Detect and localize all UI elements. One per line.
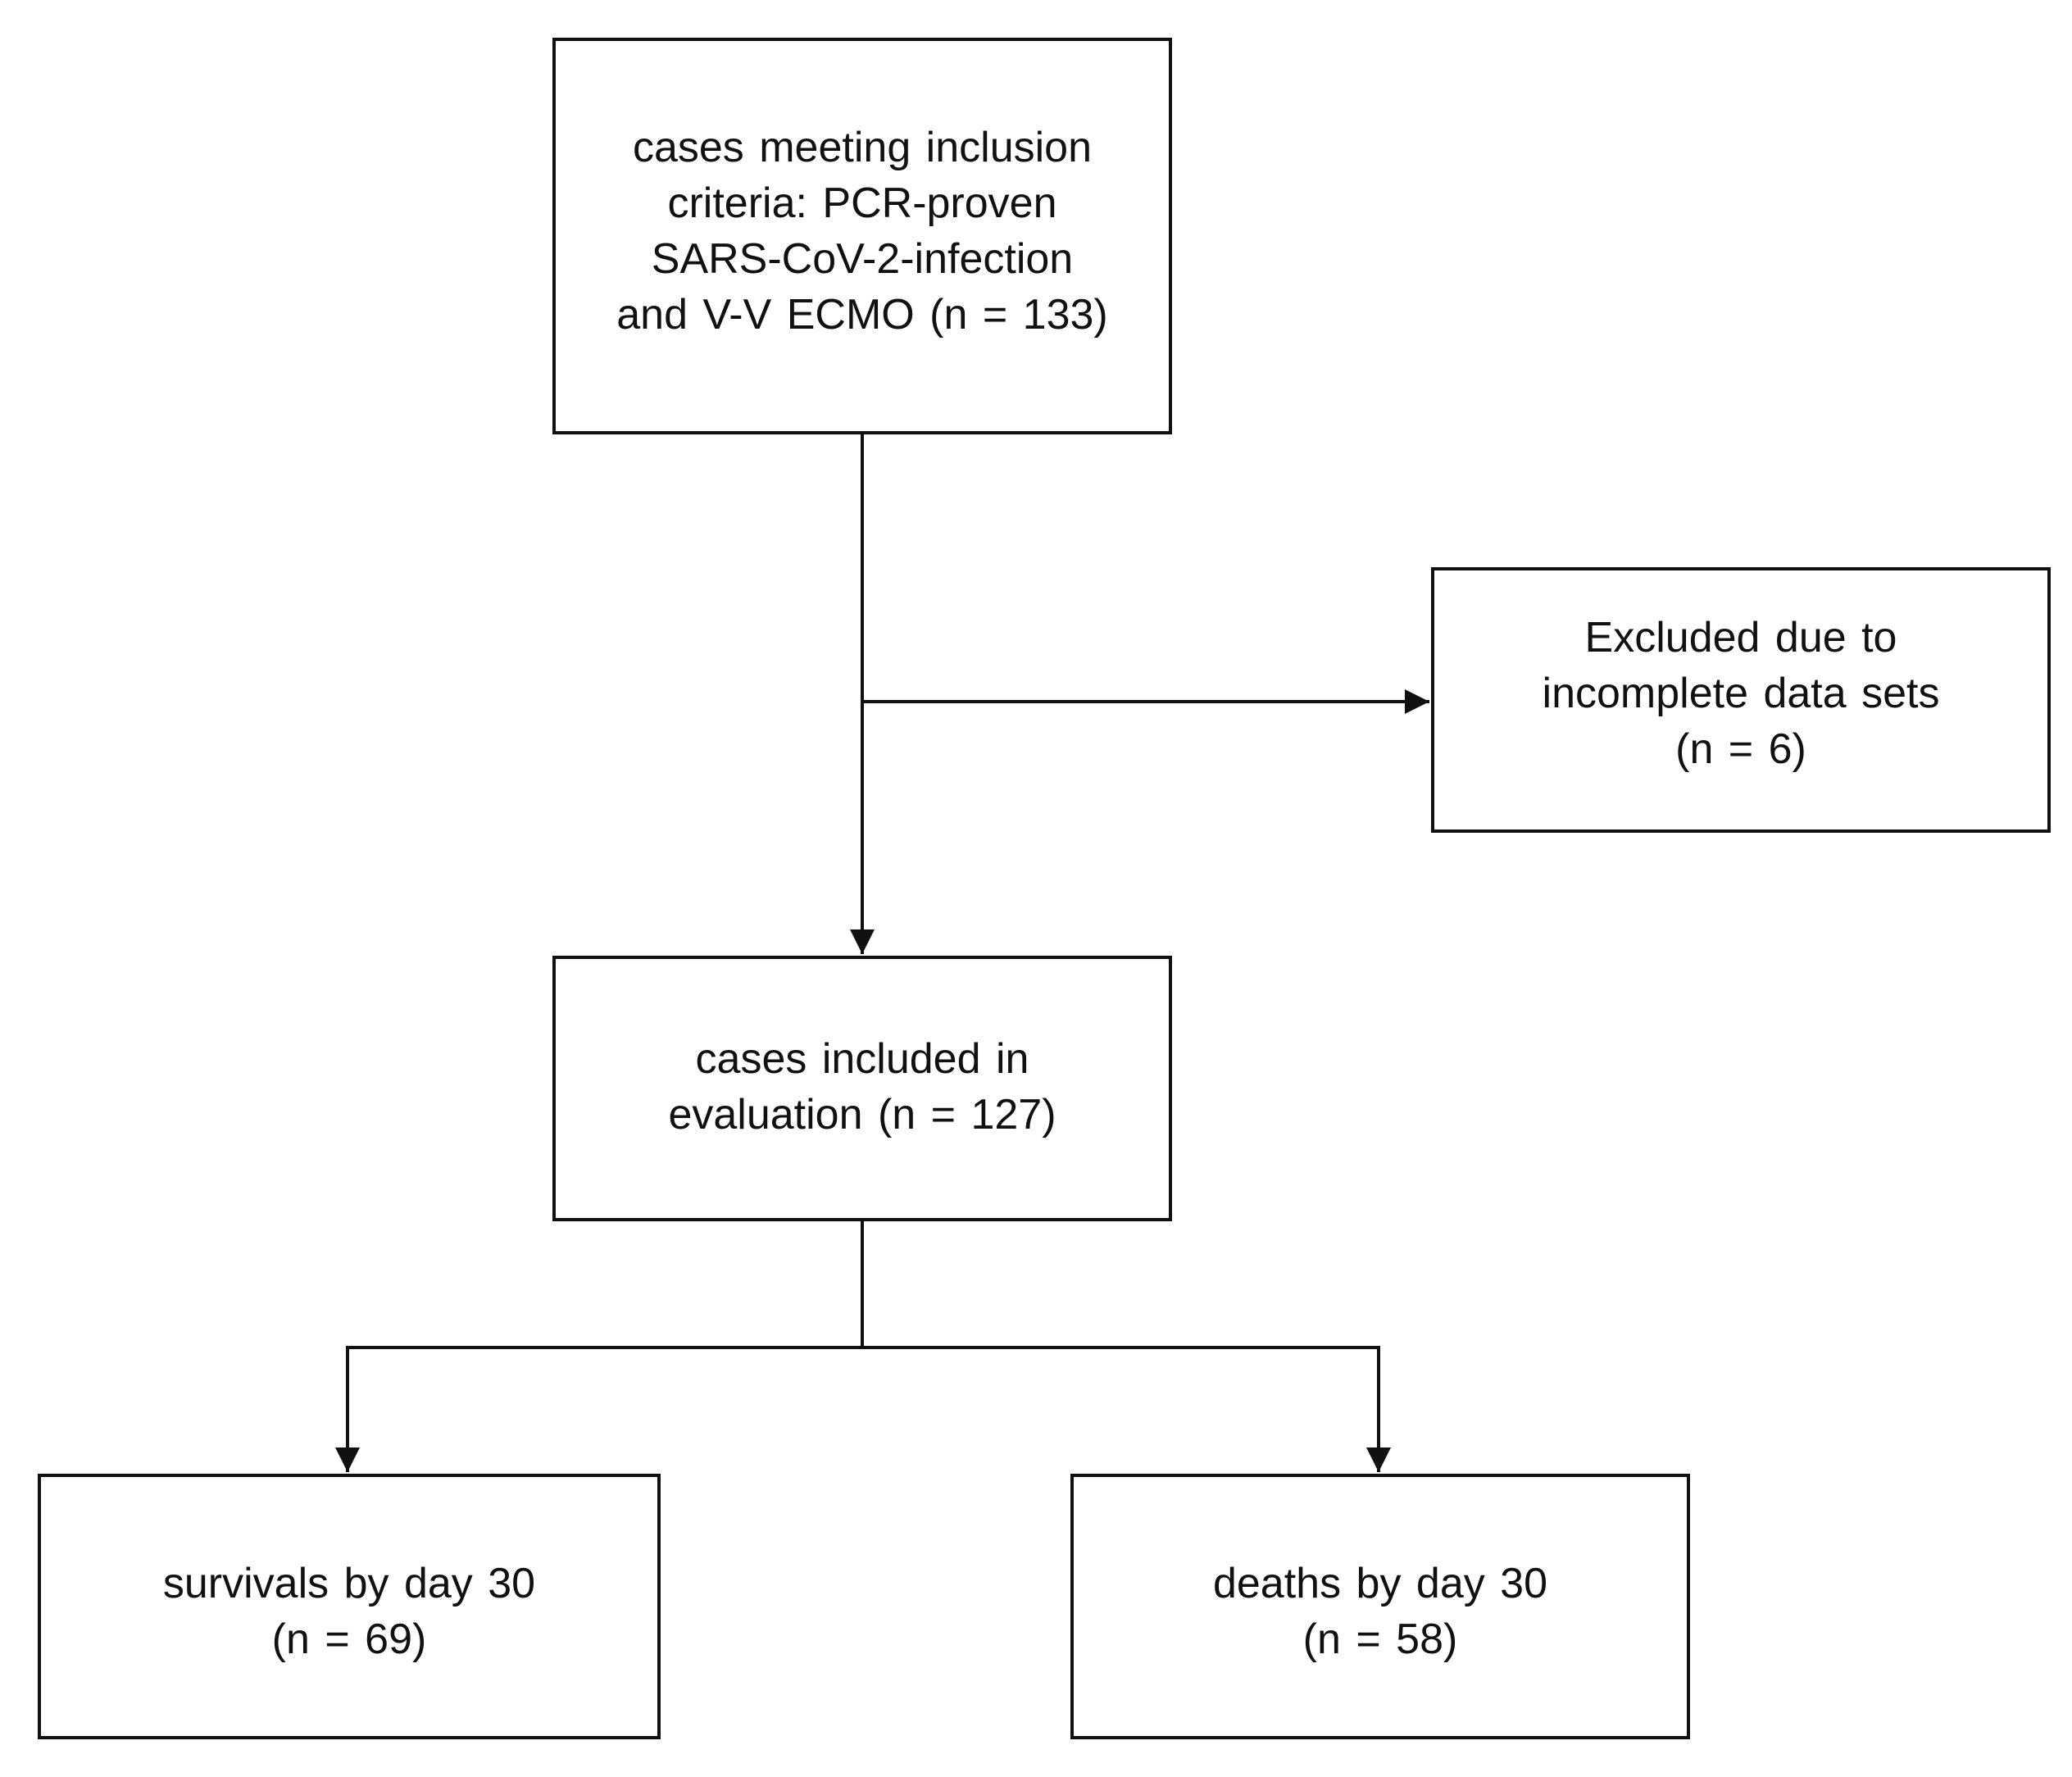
deaths-box: deaths by day 30 (n = 58) [1070,1474,1690,1739]
inclusion-line-1: cases meeting inclusion [632,124,1093,171]
deaths-line-2: (n = 58) [1302,1616,1458,1663]
excluded-line-2: incomplete data sets [1542,670,1940,717]
inclusion-criteria-box: cases meeting inclusion criteria: PCR-pr… [552,38,1172,434]
survivals-box: survivals by day 30 (n = 69) [38,1474,661,1739]
evaluation-box: cases included in evaluation (n = 127) [552,956,1172,1221]
excluded-line-3: (n = 6) [1675,725,1806,773]
deaths-line-1: deaths by day 30 [1212,1560,1548,1607]
inclusion-line-4: and V-V ECMO (n = 133) [616,291,1108,339]
evaluation-line-1: cases included in [695,1035,1029,1083]
inclusion-line-3: SARS-CoV-2-infection [651,235,1074,283]
evaluation-line-2: evaluation (n = 127) [668,1091,1056,1138]
inclusion-line-2: criteria: PCR-proven [667,180,1057,227]
excluded-box: Excluded due to incomplete data sets (n … [1431,567,2051,833]
survivals-line-1: survivals by day 30 [162,1560,536,1607]
excluded-line-1: Excluded due to [1584,614,1897,661]
survivals-line-2: (n = 69) [271,1616,427,1663]
